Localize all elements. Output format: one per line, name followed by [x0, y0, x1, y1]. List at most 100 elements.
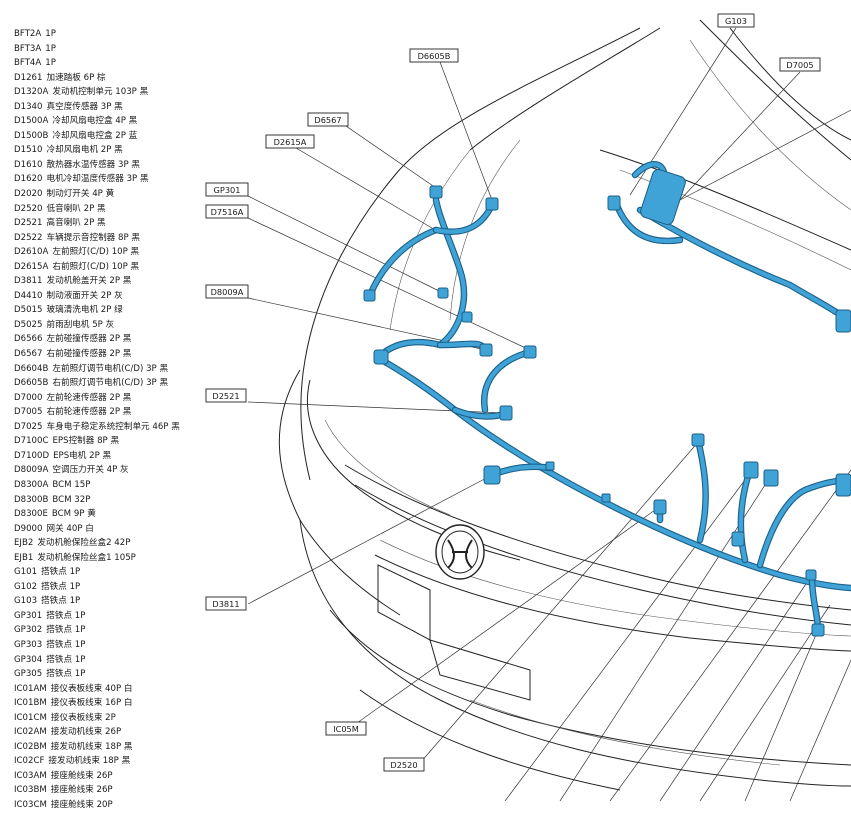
legend-description: 制动灯开关 4P 黄	[46, 189, 115, 200]
brand-emblem	[435, 524, 485, 580]
svg-text:D8009A: D8009A	[211, 287, 244, 297]
legend-code: GP301	[14, 610, 43, 621]
legend-code: IC02CF	[14, 756, 45, 767]
legend-description: 发动机控制单元 103P 黑	[52, 87, 149, 98]
legend-description: 接仪表板线束 2P	[50, 712, 116, 723]
legend-code: D6604B	[14, 363, 49, 374]
legend-code: IC03AM	[14, 770, 47, 781]
legend-code: D1500A	[14, 116, 49, 127]
legend-code: D1500B	[14, 130, 49, 141]
legend-code: EJB2	[14, 538, 34, 549]
legend-description: 玻璃清洗电机 2P 绿	[46, 305, 123, 316]
legend-description: 左前碰撞传感器 2P 黑	[46, 334, 132, 345]
legend-description: 1P	[45, 58, 56, 69]
svg-text:GP301: GP301	[214, 185, 241, 195]
legend-code: GP302	[14, 625, 43, 636]
legend-code: D1261	[14, 72, 43, 83]
callout-d7005: D7005	[779, 57, 821, 72]
svg-text:G103: G103	[725, 16, 747, 26]
legend-description: 接座舱线束 20P	[50, 799, 113, 810]
legend-code: GP304	[14, 654, 43, 665]
leader-lines	[247, 27, 851, 801]
legend-description: 加速踏板 6P 棕	[46, 72, 106, 83]
legend-code: GP303	[14, 639, 43, 650]
legend-code: D8300A	[14, 479, 49, 490]
legend-description: 网关 40P 白	[46, 523, 94, 534]
legend-code: D2521	[14, 218, 43, 229]
svg-text:D7516A: D7516A	[211, 207, 244, 217]
legend-description: 右前碰撞传感器 2P 黑	[46, 349, 132, 360]
legend-description: 接座舱线束 26P	[50, 785, 113, 796]
legend-code: D1320A	[14, 87, 49, 98]
legend-description: 接发动机线束 18P 黑	[48, 756, 131, 767]
legend-code: D6605B	[14, 378, 49, 389]
legend-code: IC03BM	[14, 785, 47, 796]
legend-code: D2522	[14, 232, 43, 243]
legend-description: 真空度传感器 3P 黑	[46, 101, 123, 112]
legend-description: 接发动机线束 18P 黑	[50, 741, 133, 752]
callout-d6567: D6567	[307, 112, 349, 127]
legend-code: G101	[14, 567, 38, 578]
callout-gp301: GP301	[205, 182, 249, 197]
legend-description: 左前照灯(C/D) 10P 黑	[52, 247, 140, 258]
legend-code: D7000	[14, 392, 43, 403]
callout-d3811: D3811	[205, 596, 247, 611]
legend-description: 1P	[45, 43, 56, 54]
legend-description: BCM 15P	[52, 479, 91, 490]
legend-description: 冷却风扇电机 2P 黑	[46, 145, 123, 156]
legend-description: 右前照灯调节电机(C/D) 3P 黑	[52, 378, 169, 389]
legend-code: IC01CM	[14, 712, 47, 723]
legend-description: 1P	[45, 29, 56, 39]
svg-text:D6567: D6567	[314, 115, 341, 125]
callout-d2520: D2520	[383, 757, 425, 772]
legend-code: D2020	[14, 189, 43, 200]
svg-text:D7005: D7005	[786, 60, 813, 70]
legend-description: 搭铁点 1P	[46, 639, 86, 650]
legend-code: D1510	[14, 145, 43, 156]
legend-description: 接仪表板线束 40P 白	[50, 683, 133, 694]
legend-code: D4410	[14, 290, 43, 301]
legend-code: IC02AM	[14, 727, 47, 738]
legend-code: D8300E	[14, 509, 48, 520]
legend-code: IC03CM	[14, 799, 47, 810]
legend-description: 左前照灯调节电机(C/D) 3P 黑	[52, 363, 169, 374]
legend-code: D2520	[14, 203, 43, 214]
legend-description: 车身电子稳定系统控制单元 46P 黑	[46, 421, 180, 432]
legend-code: GP305	[14, 669, 43, 680]
callout-ic05m: IC05M	[325, 721, 367, 736]
legend-description: EPS电机 2P 黑	[53, 450, 112, 461]
legend-description: 制动液面开关 2P 灰	[46, 290, 123, 301]
legend-description: 接发动机线束 26P	[50, 727, 122, 738]
